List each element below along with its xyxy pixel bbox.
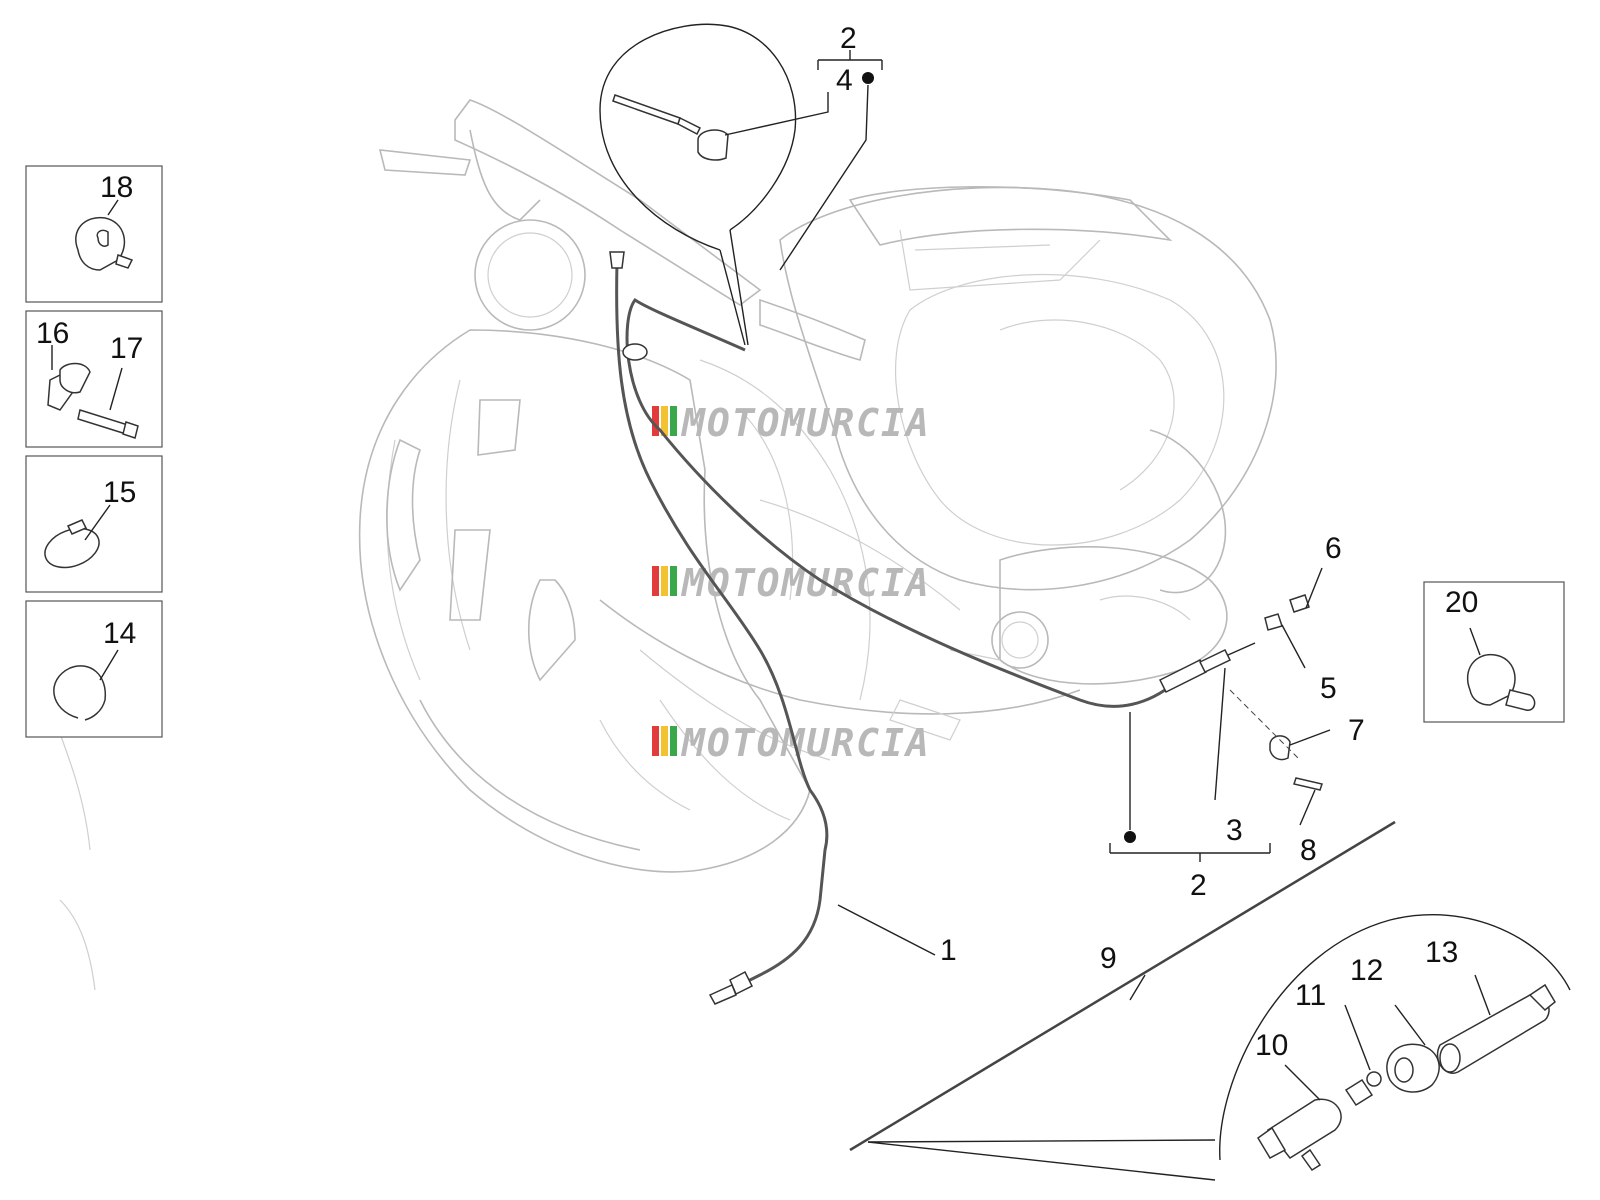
bullet-dot (862, 72, 874, 84)
callout-2-top: 2 (840, 22, 857, 55)
watermark-middle: MOTOMURCIA (652, 561, 931, 605)
callout-10: 10 (1255, 1029, 1288, 1062)
watermark-stripe (670, 566, 677, 596)
watermark-stripe (652, 726, 659, 756)
watermark-text: MOTOMURCIA (680, 561, 931, 605)
callout-6: 6 (1325, 532, 1342, 565)
callout-2-top-bracket (724, 50, 883, 271)
callout-16: 16 (36, 317, 69, 350)
watermark-stripe (652, 566, 659, 596)
side-box-15 (25, 455, 163, 593)
watermark-group: MOTOMURCIA MOTOMURCIA MOTOMURCIA (652, 401, 931, 765)
callout-4: 4 (836, 64, 853, 97)
watermark-stripe (661, 566, 668, 596)
scooter-body-outline (54, 99, 1277, 991)
detail-magnifier-top (599, 23, 797, 346)
callout-5: 5 (1320, 672, 1337, 705)
callout-12: 12 (1350, 954, 1383, 987)
callout-13: 13 (1425, 936, 1458, 969)
callout-3: 3 (1226, 814, 1243, 847)
callout-14: 14 (103, 617, 136, 650)
callout-9: 9 (1100, 942, 1117, 975)
watermark-top: MOTOMURCIA (652, 401, 931, 445)
callout-15: 15 (103, 476, 136, 509)
callout-8: 8 (1300, 834, 1317, 867)
bullet-dot (1124, 831, 1136, 843)
watermark-text: MOTOMURCIA (680, 721, 931, 765)
side-box-16-17 (25, 310, 163, 448)
callout-2-bottom: 2 (1190, 869, 1207, 902)
watermark-stripe (661, 406, 668, 436)
callout-labels: 1 2 2 3 4 5 6 7 8 9 10 11 12 13 14 15 16… (36, 22, 1478, 1062)
callout-20: 20 (1445, 586, 1478, 619)
watermark-stripe (652, 406, 659, 436)
speedometer-cable (609, 251, 829, 1005)
callout-2-bottom-bracket (1109, 843, 1271, 862)
watermark-stripe (670, 406, 677, 436)
side-box-20 (1423, 581, 1565, 723)
callout-7: 7 (1348, 714, 1365, 747)
watermark-stripe (670, 726, 677, 756)
cable-adjuster-parts (1124, 567, 1331, 843)
watermark-text: MOTOMURCIA (680, 401, 931, 445)
callout-17: 17 (110, 332, 143, 365)
side-box-14 (25, 600, 163, 738)
side-box-18 (25, 165, 163, 303)
callout-1: 1 (940, 934, 957, 967)
watermark-bottom: MOTOMURCIA (652, 721, 931, 765)
watermark-stripe (661, 726, 668, 756)
rod-assembly (849, 820, 1571, 1181)
callout-11: 11 (1295, 979, 1326, 1012)
callout-18: 18 (100, 171, 133, 204)
rear-brake-cable (622, 297, 1256, 708)
